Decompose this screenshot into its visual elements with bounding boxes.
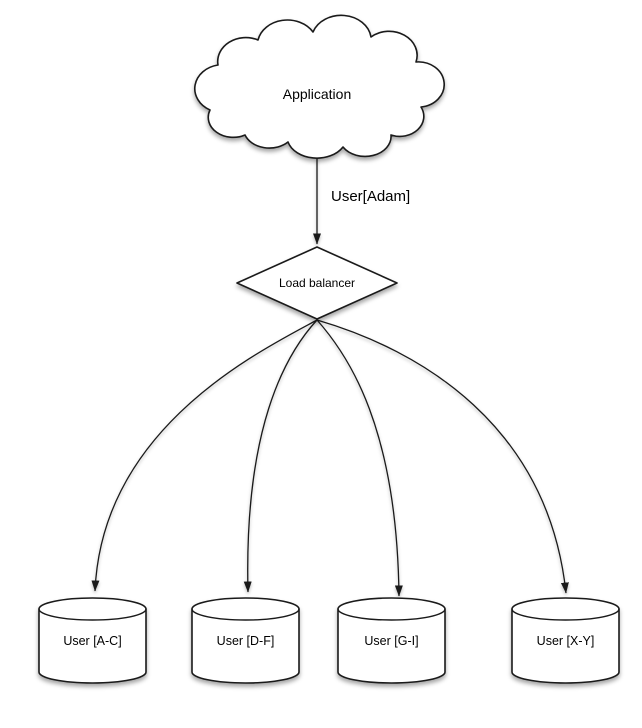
node-shard-a-c-label: User [A-C] <box>63 634 121 648</box>
node-shard-g-i-label: User [G-I] <box>364 634 418 648</box>
edge-loadbalancer-to-shard-g-i <box>316 319 403 597</box>
edge-label-user-adam: User[Adam] <box>331 188 410 205</box>
node-load-balancer: Load balancer <box>236 246 398 320</box>
edge-loadbalancer-to-shard-x-y <box>316 319 569 594</box>
cylinder-rim <box>337 608 446 621</box>
edge-loadbalancer-to-shard-d-f <box>243 319 318 593</box>
node-shard-g-i: User [G-I] <box>337 597 446 684</box>
node-load-balancer-label: Load balancer <box>279 276 355 290</box>
node-shard-d-f-label: User [D-F] <box>217 634 275 648</box>
cylinder-rim <box>511 608 620 621</box>
node-application: Application <box>193 14 445 159</box>
edge-loadbalancer-to-shard-a-c <box>91 319 318 592</box>
cloud-shape <box>193 14 445 159</box>
cylinder-rim <box>191 608 300 621</box>
cylinder-rim <box>38 608 147 621</box>
node-application-label: Application <box>283 86 352 102</box>
node-shard-d-f: User [D-F] <box>191 597 300 684</box>
edges-layer <box>91 157 569 597</box>
node-shard-x-y: User [X-Y] <box>511 597 620 684</box>
diamond-shape <box>236 246 398 320</box>
node-shard-a-c: User [A-C] <box>38 597 147 684</box>
node-shard-x-y-label: User [X-Y] <box>537 634 595 648</box>
